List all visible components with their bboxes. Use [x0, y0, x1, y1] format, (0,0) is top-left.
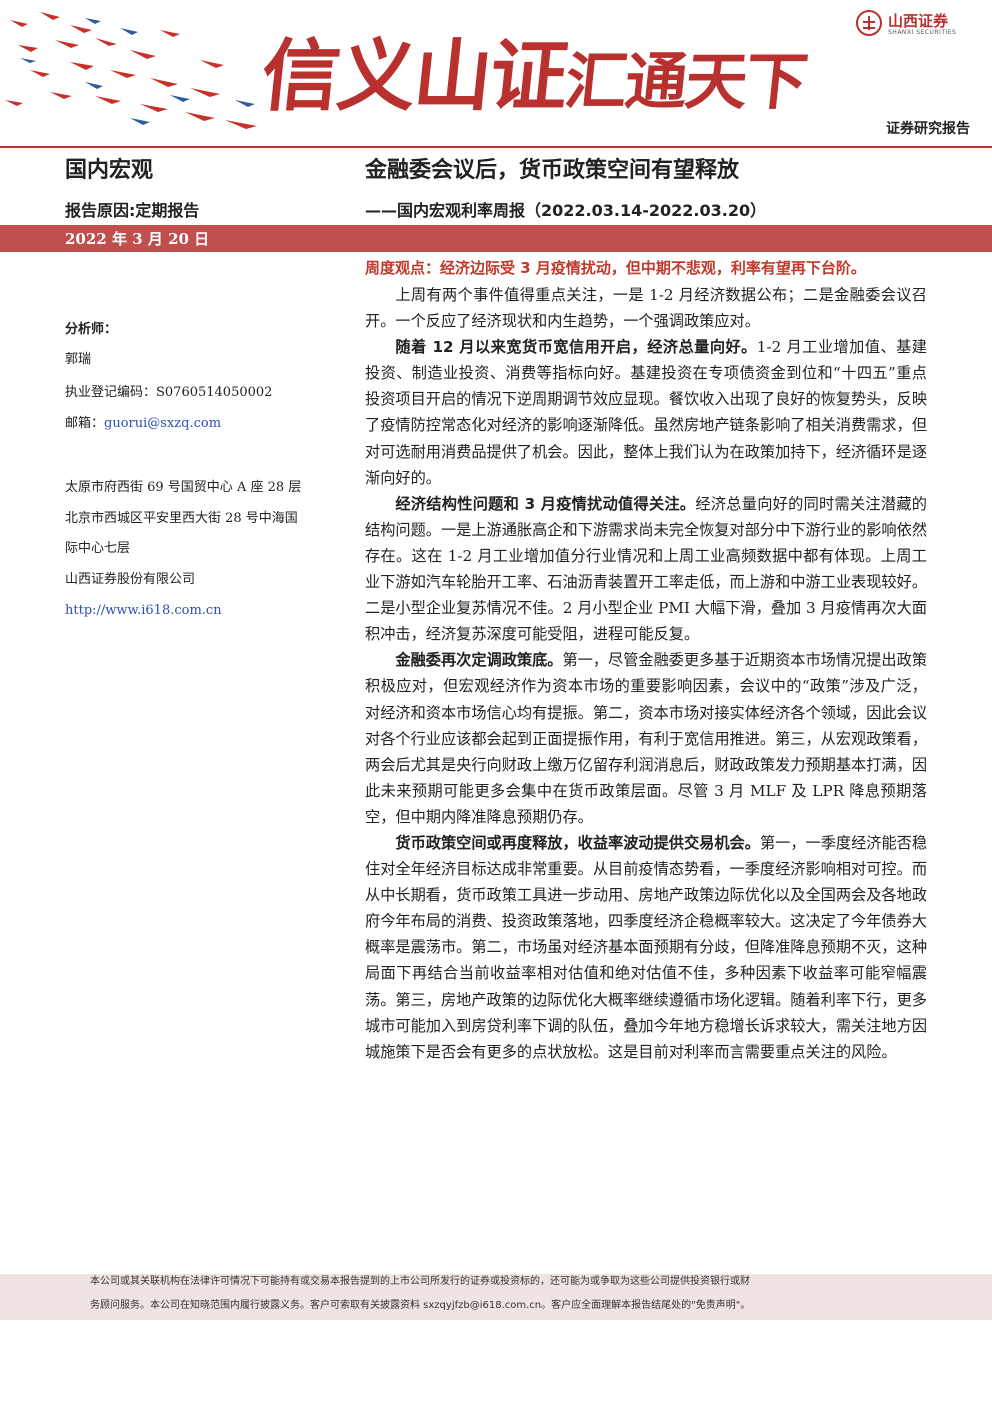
- logo-name-cn: 山西证券: [888, 12, 949, 30]
- decorative-birds-graphic: [5, 12, 257, 129]
- header-slogan: 信义山证汇通天下: [256, 22, 828, 132]
- paragraph-4-heading: 金融委再次定调政策底。: [395, 651, 563, 670]
- report-title: 金融委会议后，货币政策空间有望释放: [365, 158, 740, 183]
- registration-code: 执业登记编码：S0760514050002: [65, 385, 273, 400]
- paragraph-5: 货币政策空间或再度释放，收益率波动提供交易机会。第一，一季度经济能否稳住对全年经…: [365, 830, 927, 1065]
- company-logo: 山西证券 SHANXI SECURITIES: [856, 10, 976, 42]
- date-band: [0, 225, 992, 252]
- paragraph-4-text: 第一，尽管金融委更多基于近期资本市场情况提出政策积极应对，但宏观经济作为资本市场…: [365, 651, 928, 826]
- paragraph-2-text: 1-2 月工业增加值、基建投资、制造业投资、消费等指标向好。基建投资在专项债资金…: [365, 338, 927, 487]
- report-subtitle: ——国内宏观利率周报（2022.03.14-2022.03.20）: [365, 201, 767, 220]
- paragraph-3-text: 经济总量向好的同时需关注潜藏的结构问题。一是上游通胀高企和下游需求尚未完全恢复对…: [365, 494, 927, 644]
- address-beijing-line2: 际中心七层: [65, 541, 131, 556]
- header-divider: [0, 146, 992, 148]
- analyst-label: 分析师：: [65, 322, 118, 337]
- email-label: 邮箱：: [65, 416, 105, 431]
- disclaimer-line-1: 本公司或其关联机构在法律许可情况下可能持有或交易本报告提到的上市公司所发行的证券…: [90, 1276, 750, 1287]
- report-reason: 报告原因:定期报告: [65, 201, 200, 220]
- disclaimer-band: [0, 1274, 992, 1320]
- email-row: 邮箱：guorui@sxzq.com: [65, 414, 221, 434]
- logo-mark-icon: [856, 10, 882, 36]
- slogan-part2: 汇通天下: [561, 45, 810, 118]
- paragraph-1-text: 上周有两个事件值得重点关注，一是 1-2 月经济数据公布；二是金融委会议召开。一…: [365, 286, 927, 331]
- slogan-part1: 信义山证: [257, 31, 571, 122]
- report-body: 上周有两个事件值得重点关注，一是 1-2 月经济数据公布；二是金融委会议召开。一…: [365, 282, 927, 1065]
- website-row: http://www.i618.com.cn: [65, 601, 222, 621]
- address-taiyuan: 太原市府西街 69 号国贸中心 A 座 28 层: [65, 480, 302, 495]
- report-category: 国内宏观: [65, 158, 154, 183]
- paragraph-2-heading: 随着 12 月以来宽货币宽信用开启，经济总量向好。: [395, 338, 757, 357]
- website-link[interactable]: http://www.i618.com.cn: [65, 603, 222, 618]
- disclaimer-line-2: 务顾问服务。本公司在知晓范围内履行披露义务。客户可索取有关披露资料 sxzqyj…: [90, 1300, 751, 1311]
- paragraph-4: 金融委再次定调政策底。第一，尽管金融委更多基于近期资本市场情况提出政策积极应对，…: [365, 647, 927, 830]
- paragraph-5-heading: 货币政策空间或再度释放，收益率波动提供交易机会。: [395, 833, 760, 852]
- paragraph-5-text: 第一，一季度经济能否稳住对全年经济目标达成非常重要。从目前疫情态势看，一季度经济…: [365, 833, 928, 1061]
- report-date: 2022 年 3 月 20 日: [65, 230, 210, 248]
- company-name: 山西证券股份有限公司: [65, 572, 196, 587]
- paragraph-1: 上周有两个事件值得重点关注，一是 1-2 月经济数据公布；二是金融委会议召开。一…: [365, 282, 927, 334]
- logo-name-en: SHANXI SECURITIES: [888, 29, 957, 36]
- report-type-label: 证券研究报告: [886, 121, 970, 137]
- disclaimer-text: 本公司或其关联机构在法律许可情况下可能持有或交易本报告提到的上市公司所发行的证券…: [90, 1270, 920, 1318]
- paragraph-3-heading: 经济结构性问题和 3 月疫情扰动值得关注。: [395, 494, 696, 513]
- weekly-view-summary: 周度观点：经济边际受 3 月疫情扰动，但中期不悲观，利率有望再下台阶。: [365, 259, 866, 277]
- paragraph-2: 随着 12 月以来宽货币宽信用开启，经济总量向好。1-2 月工业增加值、基建投资…: [365, 334, 927, 491]
- analyst-name: 郭瑞: [65, 352, 92, 367]
- address-beijing-line1: 北京市西城区平安里西大街 28 号中海国: [65, 511, 298, 526]
- email-link[interactable]: guorui@sxzq.com: [104, 416, 222, 431]
- paragraph-3: 经济结构性问题和 3 月疫情扰动值得关注。经济总量向好的同时需关注潜藏的结构问题…: [365, 491, 927, 648]
